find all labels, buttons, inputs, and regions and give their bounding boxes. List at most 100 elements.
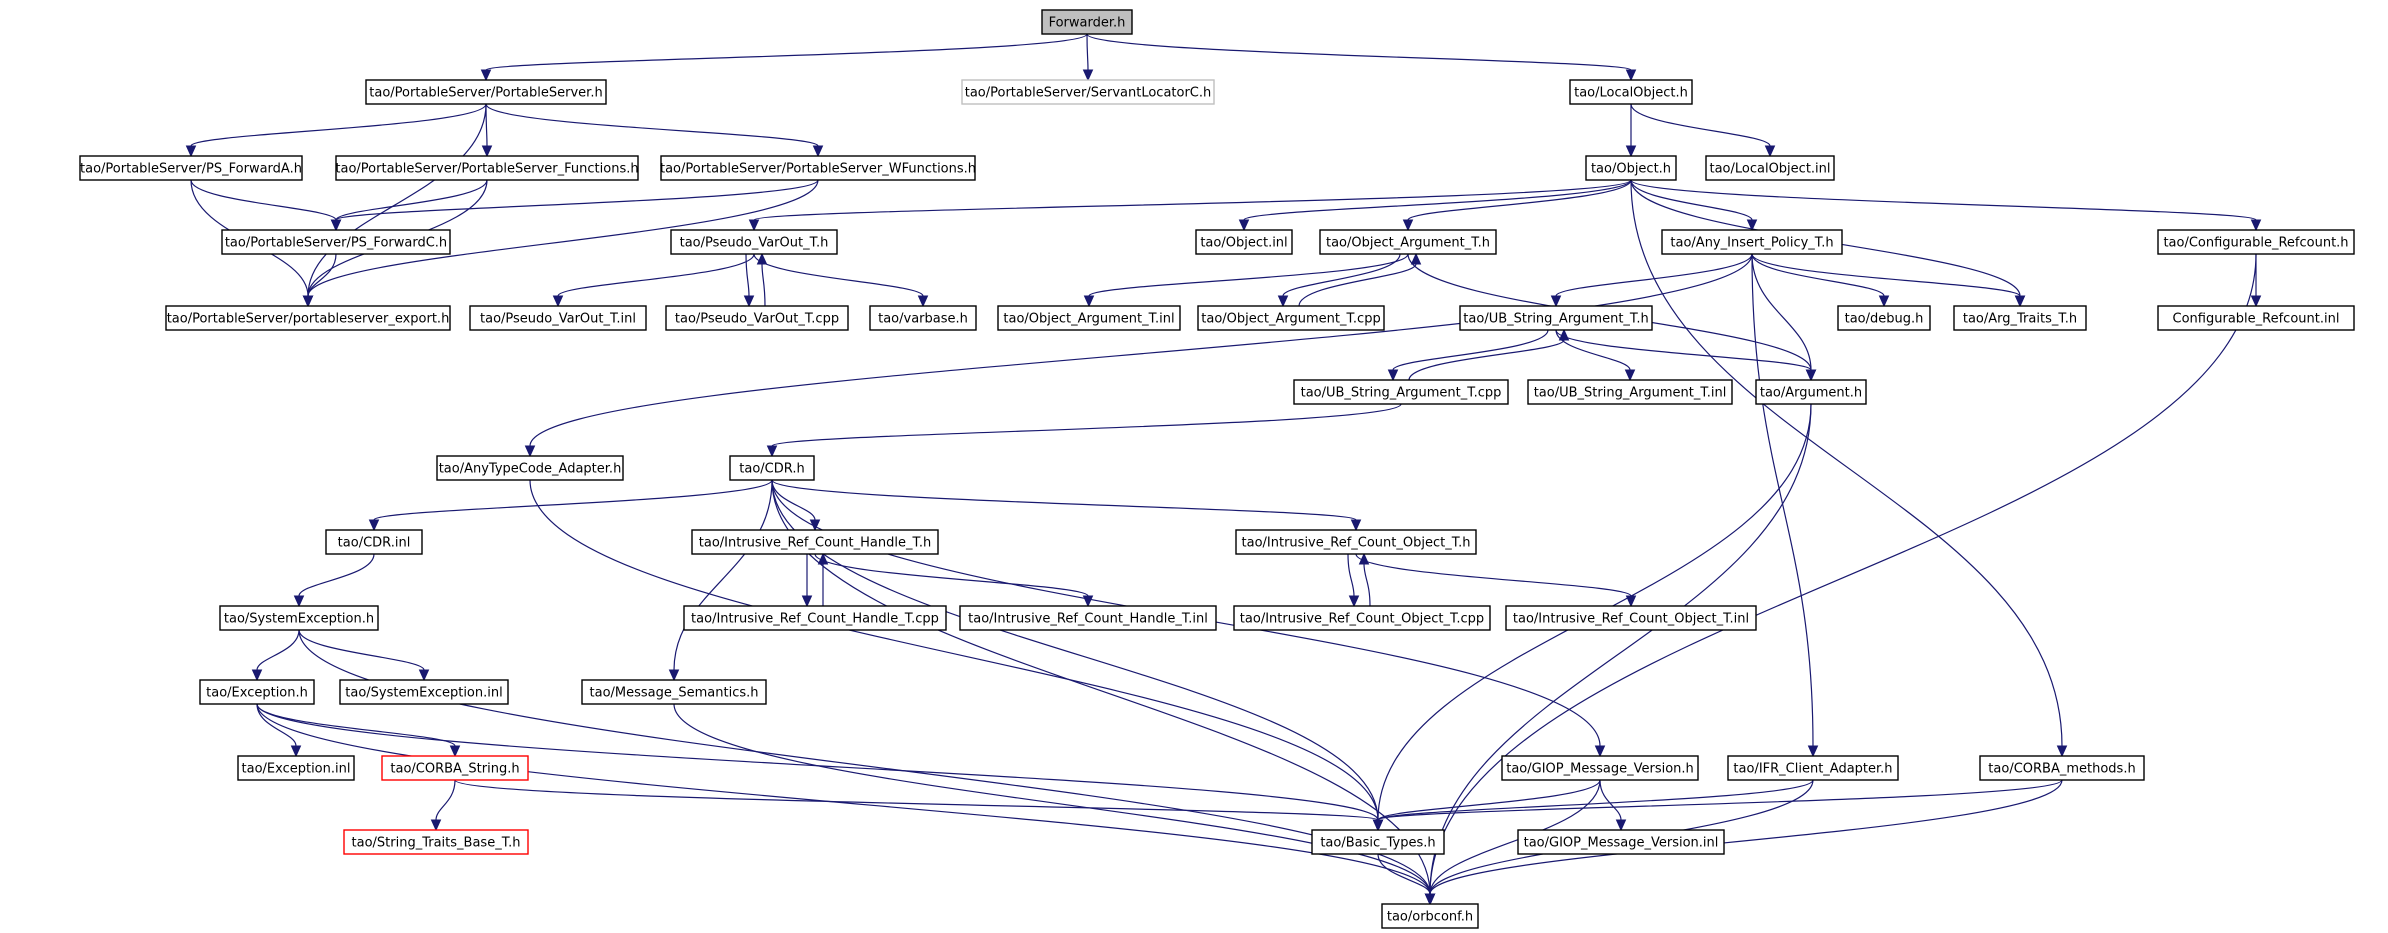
- node-box[interactable]: [365, 79, 607, 105]
- node-box[interactable]: [165, 305, 451, 331]
- node-box[interactable]: [997, 305, 1181, 331]
- node-box[interactable]: [1505, 605, 1757, 631]
- node-tao-giop-message-version-h[interactable]: tao/GIOP_Message_Version.h: [1501, 755, 1699, 781]
- node-tao-ub-string-argument-t-inl[interactable]: tao/UB_String_Argument_T.inl: [1527, 379, 1733, 405]
- node-box[interactable]: [1755, 379, 1867, 405]
- node-box[interactable]: [469, 305, 647, 331]
- node-tao-giop-message-version-inl[interactable]: tao/GIOP_Message_Version.inl: [1517, 829, 1725, 855]
- node-box[interactable]: [219, 605, 379, 631]
- node-tao-string-traits-base-t-h[interactable]: tao/String_Traits_Base_T.h: [343, 829, 529, 855]
- node-tao-argument-h[interactable]: tao/Argument.h: [1755, 379, 1867, 405]
- node-configurable-refcount-inl[interactable]: Configurable_Refcount.inl: [2157, 305, 2355, 331]
- node-box[interactable]: [1661, 229, 1843, 255]
- node-box[interactable]: [1235, 529, 1477, 555]
- node-tao-portableserver-portableserver-export-h[interactable]: tao/PortableServer/portableserver_export…: [165, 305, 451, 331]
- node-tao-object-argument-t-h[interactable]: tao/Object_Argument_T.h: [1319, 229, 1497, 255]
- node-tao-exception-inl[interactable]: tao/Exception.inl: [237, 755, 355, 781]
- node-box[interactable]: [581, 679, 767, 705]
- node-box[interactable]: [335, 155, 639, 181]
- node-tao-object-argument-t-cpp[interactable]: tao/Object_Argument_T.cpp: [1197, 305, 1385, 331]
- node-box[interactable]: [691, 529, 939, 555]
- node-tao-pseudo-varout-t-cpp[interactable]: tao/Pseudo_VarOut_T.cpp: [665, 305, 849, 331]
- node-tao-intrusive-ref-count-handle-t-cpp[interactable]: tao/Intrusive_Ref_Count_Handle_T.cpp: [683, 605, 947, 631]
- node-tao-cdr-h[interactable]: tao/CDR.h: [729, 455, 815, 481]
- node-tao-localobject-inl[interactable]: tao/LocalObject.inl: [1705, 155, 1835, 181]
- node-box[interactable]: [1585, 155, 1677, 181]
- node-tao-portableserver-ps-forwarda-h[interactable]: tao/PortableServer/PS_ForwardA.h: [79, 155, 303, 181]
- node-tao-intrusive-ref-count-handle-t-inl[interactable]: tao/Intrusive_Ref_Count_Handle_T.inl: [959, 605, 1217, 631]
- node-tao-cdr-inl[interactable]: tao/CDR.inl: [325, 529, 423, 555]
- node-box[interactable]: [1727, 755, 1899, 781]
- node-box[interactable]: [665, 305, 849, 331]
- node-box[interactable]: [237, 755, 355, 781]
- node-box[interactable]: [343, 829, 529, 855]
- node-tao-message-semantics-h[interactable]: tao/Message_Semantics.h: [581, 679, 767, 705]
- node-tao-intrusive-ref-count-object-t-h[interactable]: tao/Intrusive_Ref_Count_Object_T.h: [1235, 529, 1477, 555]
- node-tao-systemexception-inl[interactable]: tao/SystemException.inl: [339, 679, 509, 705]
- node-box[interactable]: [1197, 305, 1385, 331]
- node-box[interactable]: [961, 79, 1215, 105]
- node-box[interactable]: [670, 229, 838, 255]
- node-tao-orbconf-h[interactable]: tao/orbconf.h: [1381, 903, 1479, 929]
- node-box[interactable]: [1979, 755, 2145, 781]
- node-tao-ifr-client-adapter-h[interactable]: tao/IFR_Client_Adapter.h: [1727, 755, 1899, 781]
- node-tao-intrusive-ref-count-handle-t-h[interactable]: tao/Intrusive_Ref_Count_Handle_T.h: [691, 529, 939, 555]
- node-tao-any-insert-policy-t-h[interactable]: tao/Any_Insert_Policy_T.h: [1661, 229, 1843, 255]
- node-box[interactable]: [1311, 829, 1445, 855]
- node-tao-pseudo-varout-t-inl[interactable]: tao/Pseudo_VarOut_T.inl: [469, 305, 647, 331]
- node-tao-anytypecode-adapter-h[interactable]: tao/AnyTypeCode_Adapter.h: [436, 455, 624, 481]
- node-tao-pseudo-varout-t-h[interactable]: tao/Pseudo_VarOut_T.h: [670, 229, 838, 255]
- node-box[interactable]: [1459, 305, 1653, 331]
- node-box[interactable]: [199, 679, 315, 705]
- node-box[interactable]: [1705, 155, 1835, 181]
- node-box[interactable]: [1837, 305, 1931, 331]
- node-box[interactable]: [1195, 229, 1293, 255]
- node-tao-configurable-refcount-h[interactable]: tao/Configurable_Refcount.h: [2157, 229, 2355, 255]
- node-tao-portableserver-portableserver-wfunctions-h[interactable]: tao/PortableServer/PortableServer_WFunct…: [660, 155, 976, 181]
- node-box[interactable]: [1381, 903, 1479, 929]
- node-tao-varbase-h[interactable]: tao/varbase.h: [869, 305, 977, 331]
- node-tao-portableserver-portableserver-h[interactable]: tao/PortableServer/PortableServer.h: [365, 79, 607, 105]
- node-tao-object-argument-t-inl[interactable]: tao/Object_Argument_T.inl: [997, 305, 1181, 331]
- node-tao-debug-h[interactable]: tao/debug.h: [1837, 305, 1931, 331]
- node-tao-arg-traits-t-h[interactable]: tao/Arg_Traits_T.h: [1953, 305, 2087, 331]
- node-tao-ub-string-argument-t-cpp[interactable]: tao/UB_String_Argument_T.cpp: [1293, 379, 1509, 405]
- node-box[interactable]: [2157, 305, 2355, 331]
- node-box[interactable]: [1319, 229, 1497, 255]
- node-tao-object-inl[interactable]: tao/Object.inl: [1195, 229, 1293, 255]
- node-box[interactable]: [325, 529, 423, 555]
- node-box[interactable]: [221, 229, 451, 255]
- node-tao-corba-methods-h[interactable]: tao/CORBA_methods.h: [1979, 755, 2145, 781]
- node-box[interactable]: [381, 755, 529, 781]
- node-box[interactable]: [1233, 605, 1491, 631]
- node-box[interactable]: [1041, 9, 1133, 35]
- node-tao-portableserver-servantlocatorc-h[interactable]: tao/PortableServer/ServantLocatorC.h: [961, 79, 1215, 105]
- node-box[interactable]: [1501, 755, 1699, 781]
- node-box[interactable]: [339, 679, 509, 705]
- node-tao-localobject-h[interactable]: tao/LocalObject.h: [1569, 79, 1693, 105]
- node-box[interactable]: [660, 155, 976, 181]
- node-box[interactable]: [1527, 379, 1733, 405]
- node-tao-corba-string-h[interactable]: tao/CORBA_String.h: [381, 755, 529, 781]
- node-forwarder-h[interactable]: Forwarder.h: [1041, 9, 1133, 35]
- node-tao-intrusive-ref-count-object-t-cpp[interactable]: tao/Intrusive_Ref_Count_Object_T.cpp: [1233, 605, 1491, 631]
- node-tao-intrusive-ref-count-object-t-inl[interactable]: tao/Intrusive_Ref_Count_Object_T.inl: [1505, 605, 1757, 631]
- node-box[interactable]: [2157, 229, 2355, 255]
- node-box[interactable]: [1953, 305, 2087, 331]
- node-tao-portableserver-ps-forwardc-h[interactable]: tao/PortableServer/PS_ForwardC.h: [221, 229, 451, 255]
- node-tao-exception-h[interactable]: tao/Exception.h: [199, 679, 315, 705]
- node-box[interactable]: [79, 155, 303, 181]
- node-box[interactable]: [729, 455, 815, 481]
- node-tao-object-h[interactable]: tao/Object.h: [1585, 155, 1677, 181]
- node-box[interactable]: [1293, 379, 1509, 405]
- node-box[interactable]: [1569, 79, 1693, 105]
- node-box[interactable]: [683, 605, 947, 631]
- node-box[interactable]: [1517, 829, 1725, 855]
- node-tao-basic-types-h[interactable]: tao/Basic_Types.h: [1311, 829, 1445, 855]
- node-tao-portableserver-portableserver-functions-h[interactable]: tao/PortableServer/PortableServer_Functi…: [335, 155, 639, 181]
- node-box[interactable]: [959, 605, 1217, 631]
- node-box[interactable]: [869, 305, 977, 331]
- node-box[interactable]: [436, 455, 624, 481]
- node-tao-systemexception-h[interactable]: tao/SystemException.h: [219, 605, 379, 631]
- node-tao-ub-string-argument-t-h[interactable]: tao/UB_String_Argument_T.h: [1459, 305, 1653, 331]
